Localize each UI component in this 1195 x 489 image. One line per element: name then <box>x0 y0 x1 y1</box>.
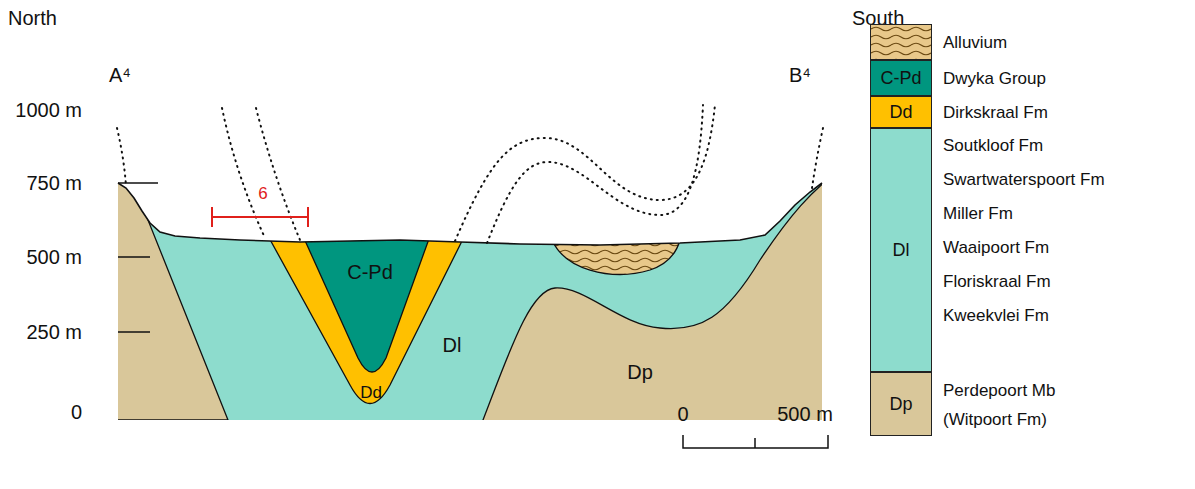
legend-text-column: Dwyka Group <box>943 61 1046 97</box>
unit-code: Dp <box>871 394 931 415</box>
elevation-label: 250 m <box>26 321 82 343</box>
dp-region-right <box>483 170 840 430</box>
legend-box: DdDirkskraal Fm <box>870 96 932 128</box>
direction-label: North <box>8 7 57 29</box>
unit-label: Dl <box>443 334 462 356</box>
section-end-label: B⁴ <box>789 64 811 86</box>
legend-text: Dwyka Group <box>943 61 1046 97</box>
elevation-label: 0 <box>71 401 82 423</box>
legend-box: DpPerdepoort Mb (Witpoort Fm) <box>870 372 932 436</box>
scale-bar <box>683 435 828 448</box>
legend-text: Soutkloof Fm <box>943 129 1105 163</box>
unit-code: Dd <box>871 102 931 123</box>
dd-region <box>262 225 470 404</box>
legend-text: Perdepoort Mb (Witpoort Fm) <box>943 376 1093 434</box>
elevation-label: 1000 m <box>15 99 82 121</box>
unit-code: Dl <box>871 240 931 261</box>
dp-region-left <box>100 150 228 420</box>
unit-label: Dp <box>627 361 653 383</box>
legend-text: Dirkskraal Fm <box>943 97 1048 129</box>
projected-contacts <box>117 105 823 243</box>
legend-box: DlSoutkloof FmSwartwaterspoort FmMiller … <box>870 128 932 372</box>
scale-label: 500 m <box>777 403 833 425</box>
legend-text-column: Perdepoort Mb (Witpoort Fm) <box>943 376 1093 434</box>
ground-surface <box>118 183 822 245</box>
legend-text: Swartwaterspoort Fm <box>943 163 1105 197</box>
legend-text: Waaipoort Fm <box>943 231 1105 265</box>
legend-text-column: Soutkloof FmSwartwaterspoort FmMiller Fm… <box>943 129 1105 333</box>
legend-text: Kweekvlei Fm <box>943 299 1105 333</box>
cpd-region <box>298 225 434 372</box>
elevation-label: 500 m <box>26 246 82 268</box>
section-end-label: A⁴ <box>109 64 131 86</box>
legend-box: C-PdDwyka Group <box>870 60 932 96</box>
map-width-bar <box>212 207 308 227</box>
unit-code: C-Pd <box>871 68 931 89</box>
legend-text: Alluvium <box>943 25 1007 61</box>
legend-text: Floriskraal Fm <box>943 265 1105 299</box>
legend-text-column: Dirkskraal Fm <box>943 97 1048 129</box>
alluvium-swatch <box>871 25 931 59</box>
callout-number: 6 <box>256 185 269 204</box>
unit-label: Dd <box>360 384 382 403</box>
elevation-label: 750 m <box>26 172 82 194</box>
scale-label: 0 <box>677 403 688 425</box>
legend-text: Miller Fm <box>943 197 1105 231</box>
unit-label: C-Pd <box>347 261 393 283</box>
legend-box: Alluvium <box>870 24 932 60</box>
legend-text-column: Alluvium <box>943 25 1007 61</box>
axis-ticks <box>118 183 158 332</box>
